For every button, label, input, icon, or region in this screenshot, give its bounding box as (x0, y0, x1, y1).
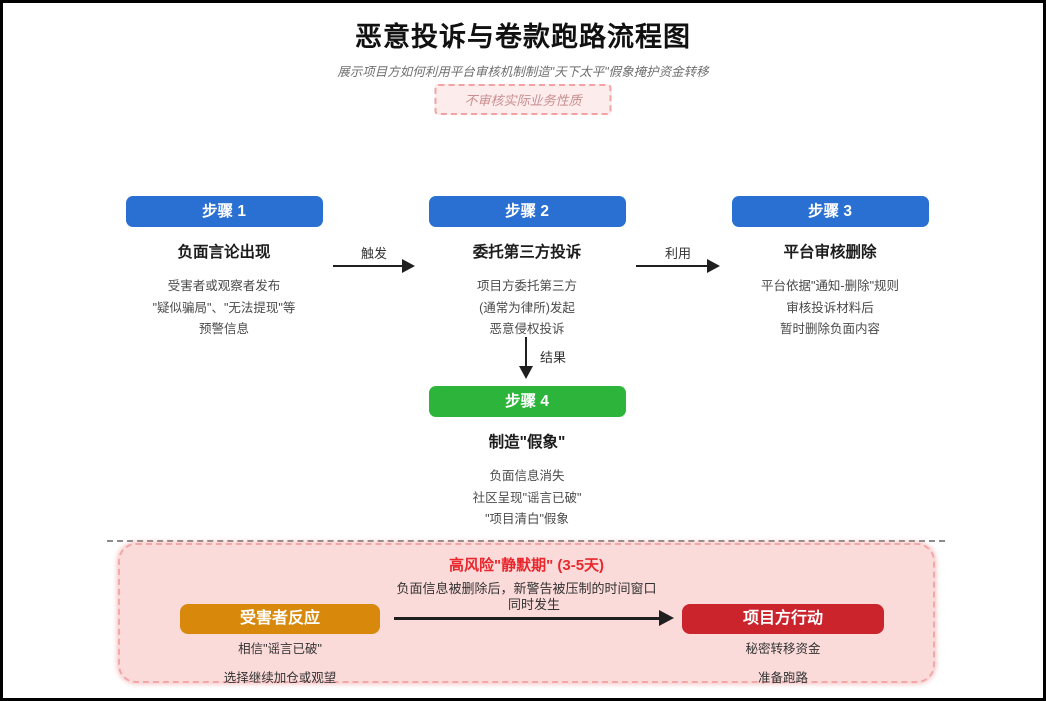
risk-panel: 高风险"静默期" (3-5天) 负面信息被删除后，新警告被压制的时间窗口 同时发… (118, 543, 935, 685)
arrow-shaft (636, 259, 720, 273)
arrow-label-trigger: 触发 (360, 246, 387, 261)
step-4-desc-line: "项目清白"假象 (485, 512, 569, 526)
step-4-desc-line: 社区呈现"谣言已破" (472, 490, 582, 505)
step-1-description: 受害者或观察者发布 "疑似骗局"、"无法提现"等 预警信息 (94, 276, 354, 341)
arrow-head-icon (659, 610, 674, 626)
step-3-description: 平台依据"通知-删除"规则 审核投诉材料后 暂时删除负面内容 (700, 276, 960, 341)
step-3-badge: 步骤 3 (731, 196, 929, 227)
victim-reaction-details: 相信"谣言已破" 选择继续加仓或观望 (130, 638, 430, 696)
step-3-desc-line: 暂时删除负面内容 (779, 322, 880, 336)
step-2-desc-line: (通常为律所)发起 (479, 300, 575, 315)
project-action-badge: 项目方行动 (682, 604, 884, 634)
victim-line: 相信"谣言已破" (238, 642, 322, 656)
project-line: 秘密转移资金 (745, 642, 821, 656)
step-1-badge: 步骤 1 (125, 196, 323, 227)
step-4-desc-line: 负面信息消失 (489, 469, 565, 483)
step-2-description: 项目方委托第三方 (通常为律所)发起 恶意侵权投诉 (397, 276, 657, 341)
risk-panel-top-divider (107, 540, 945, 542)
step-1-desc-line: 预警信息 (198, 322, 249, 336)
arrow-label-result: 结果 (540, 350, 567, 365)
arrow-label-exploit: 利用 (664, 246, 691, 261)
page-subtitle: 展示项目方如何利用平台审核机制制造"天下太平"假象掩护资金转移 (337, 65, 709, 79)
victim-reaction-badge: 受害者反应 (180, 604, 380, 634)
risk-panel-title: 高风险"静默期" (3-5天) (448, 557, 605, 574)
arrow-step2-to-step3: 利用 (636, 243, 720, 273)
risk-panel-subtitle: 负面信息被删除后，新警告被压制的时间窗口 (396, 581, 657, 596)
arrow-head-icon (519, 366, 533, 379)
step-1-title: 负面言论出现 (177, 244, 271, 261)
step-3-desc-line: 平台依据"通知-删除"规则 (760, 279, 900, 293)
step-3-desc-line: 审核投诉材料后 (786, 300, 874, 315)
project-line: 准备跑路 (757, 671, 808, 685)
step-2-title: 委托第三方投诉 (472, 244, 582, 261)
step-2-desc-line: 项目方委托第三方 (476, 279, 577, 293)
step-4-node: 步骤 4 制造"假象" 负面信息消失 社区呈现"谣言已破" "项目清白"假象 (397, 386, 657, 531)
arrow-shaft (333, 259, 415, 273)
page-title: 恶意投诉与卷款跑路流程图 (355, 22, 691, 52)
step-2-badge: 步骤 2 (428, 196, 626, 227)
arrow-label-simultaneous: 同时发生 (507, 597, 560, 612)
arrow-simultaneous: 同时发生 (394, 594, 674, 626)
step-2-desc-line: 恶意侵权投诉 (489, 322, 565, 336)
arrow-step1-to-step2: 触发 (333, 243, 415, 273)
step-2-node: 步骤 2 委托第三方投诉 项目方委托第三方 (通常为律所)发起 恶意侵权投诉 (397, 196, 657, 341)
arrow-shaft (394, 610, 674, 626)
step-1-node: 步骤 1 负面言论出现 受害者或观察者发布 "疑似骗局"、"无法提现"等 预警信… (94, 196, 354, 341)
arrow-step2-to-step4 (519, 337, 533, 379)
step-4-description: 负面信息消失 社区呈现"谣言已破" "项目清白"假象 (397, 466, 657, 531)
step-1-desc-line: "疑似骗局"、"无法提现"等 (152, 300, 296, 315)
step-3-node: 步骤 3 平台审核删除 平台依据"通知-删除"规则 审核投诉材料后 暂时删除负面… (700, 196, 960, 341)
project-action-details: 秘密转移资金 准备跑路 (633, 638, 933, 696)
step-3-title: 平台审核删除 (783, 244, 877, 261)
step-4-title: 制造"假象" (488, 434, 566, 451)
arrow-head-icon (707, 259, 720, 273)
step-4-badge: 步骤 4 (428, 386, 626, 417)
warning-tag: 不审核实际业务性质 (434, 84, 612, 115)
step-1-desc-line: 受害者或观察者发布 (167, 279, 281, 293)
victim-line: 选择继续加仓或观望 (223, 671, 337, 685)
arrow-head-icon (402, 259, 415, 273)
